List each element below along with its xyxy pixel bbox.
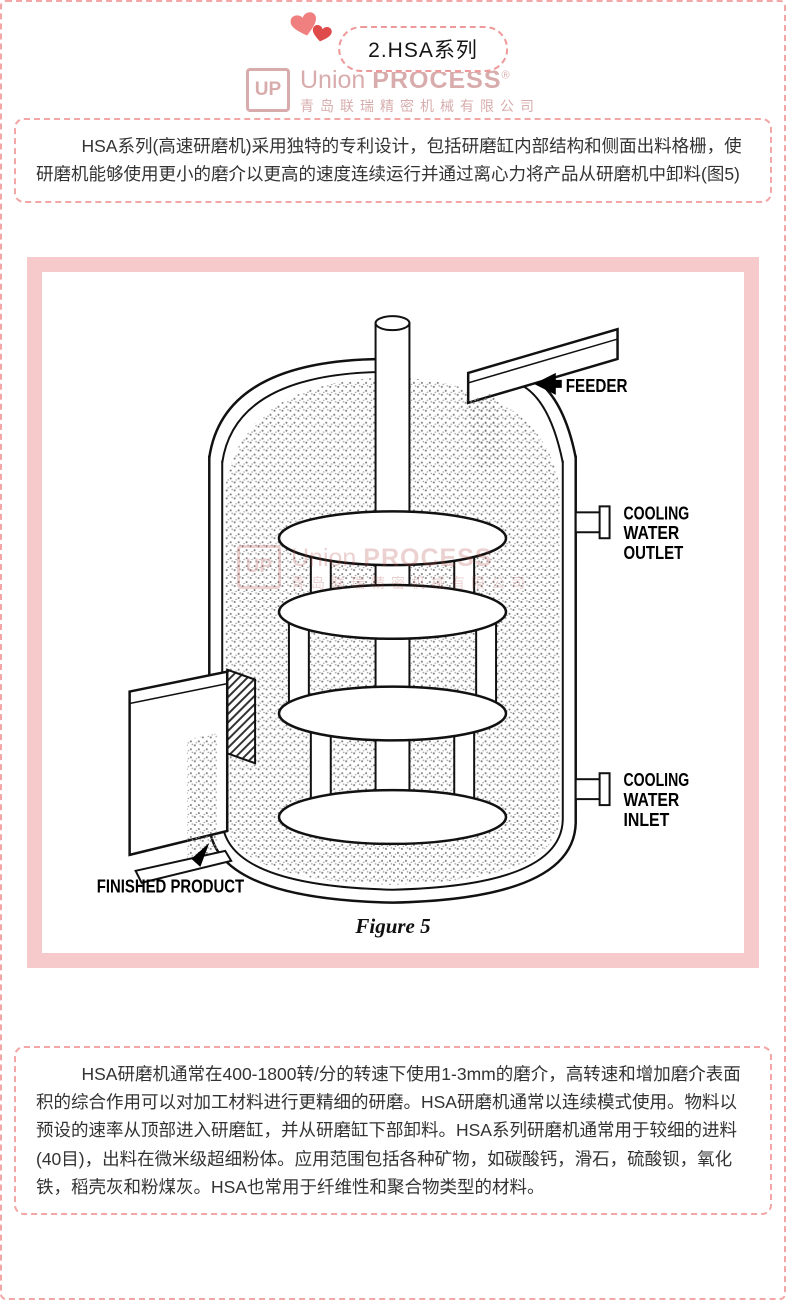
product-stream [187,732,218,867]
feeder-label: FEEDER [566,375,628,396]
figure-caption: Figure 5 [355,913,431,938]
figure-canvas: FEEDER COOLING WATER OUTLET COOLING WATE… [42,271,744,953]
feed-stream [466,392,507,469]
section-badge-label: 2.HSA系列 [368,39,478,62]
finished-product-arrow-icon [191,842,210,867]
discharge-grate [226,667,257,765]
brand-watermark: UP Union PROCESS® 青岛联瑞精密机械有限公司 [2,66,784,114]
feeder-arrow-icon [533,372,562,395]
figure-frame: FEEDER COOLING WATER OUTLET COOLING WATE… [27,256,759,968]
section-badge: 2.HSA系列 [338,26,508,72]
two-hearts-icon [290,12,332,42]
brand-logo-icon: UP [246,67,290,112]
body-text: HSA研磨机通常在400-1800转/分的转速下使用1-3mm的磨介，高转速和增… [36,1063,741,1197]
brand-texts: Union PROCESS® 青岛联瑞精密机械有限公司 [300,66,540,114]
feeder-chute [466,326,619,405]
finished-product-label: FINISHED PRODUCT [97,876,245,897]
attritor-mill-diagram: FEEDER COOLING WATER OUTLET COOLING WATE… [97,314,690,904]
intro-text: HSA系列(高速研磨机)采用独特的专利设计，包括研磨缸内部结构和侧面出料格栅，使… [36,135,742,185]
agitator-discs [277,509,508,845]
body-block: HSA研磨机通常在400-1800转/分的转速下使用1-3mm的磨介，高转速和增… [14,1045,772,1216]
cooling-outlet-label-3: OUTLET [624,543,684,564]
intro-block: HSA系列(高速研磨机)采用独特的专利设计，包括研磨缸内部结构和侧面出料格栅，使… [14,117,772,203]
cooling-inlet-label-2: WATER [624,790,680,811]
brand-monogram: UP [254,78,282,100]
cooling-outlet-label-1: COOLING [624,503,690,524]
brand-company: 青岛联瑞精密机械有限公司 [300,97,540,114]
cooling-inlet-label-1: COOLING [624,770,690,791]
header: 2.HSA系列 [2,2,784,72]
registered-mark: ® [501,69,510,82]
cooling-water-outlet-port [574,504,611,539]
cooling-water-inlet-port [574,771,611,806]
cooling-inlet-label-3: INLET [624,810,670,831]
cooling-outlet-label-2: WATER [624,523,680,544]
